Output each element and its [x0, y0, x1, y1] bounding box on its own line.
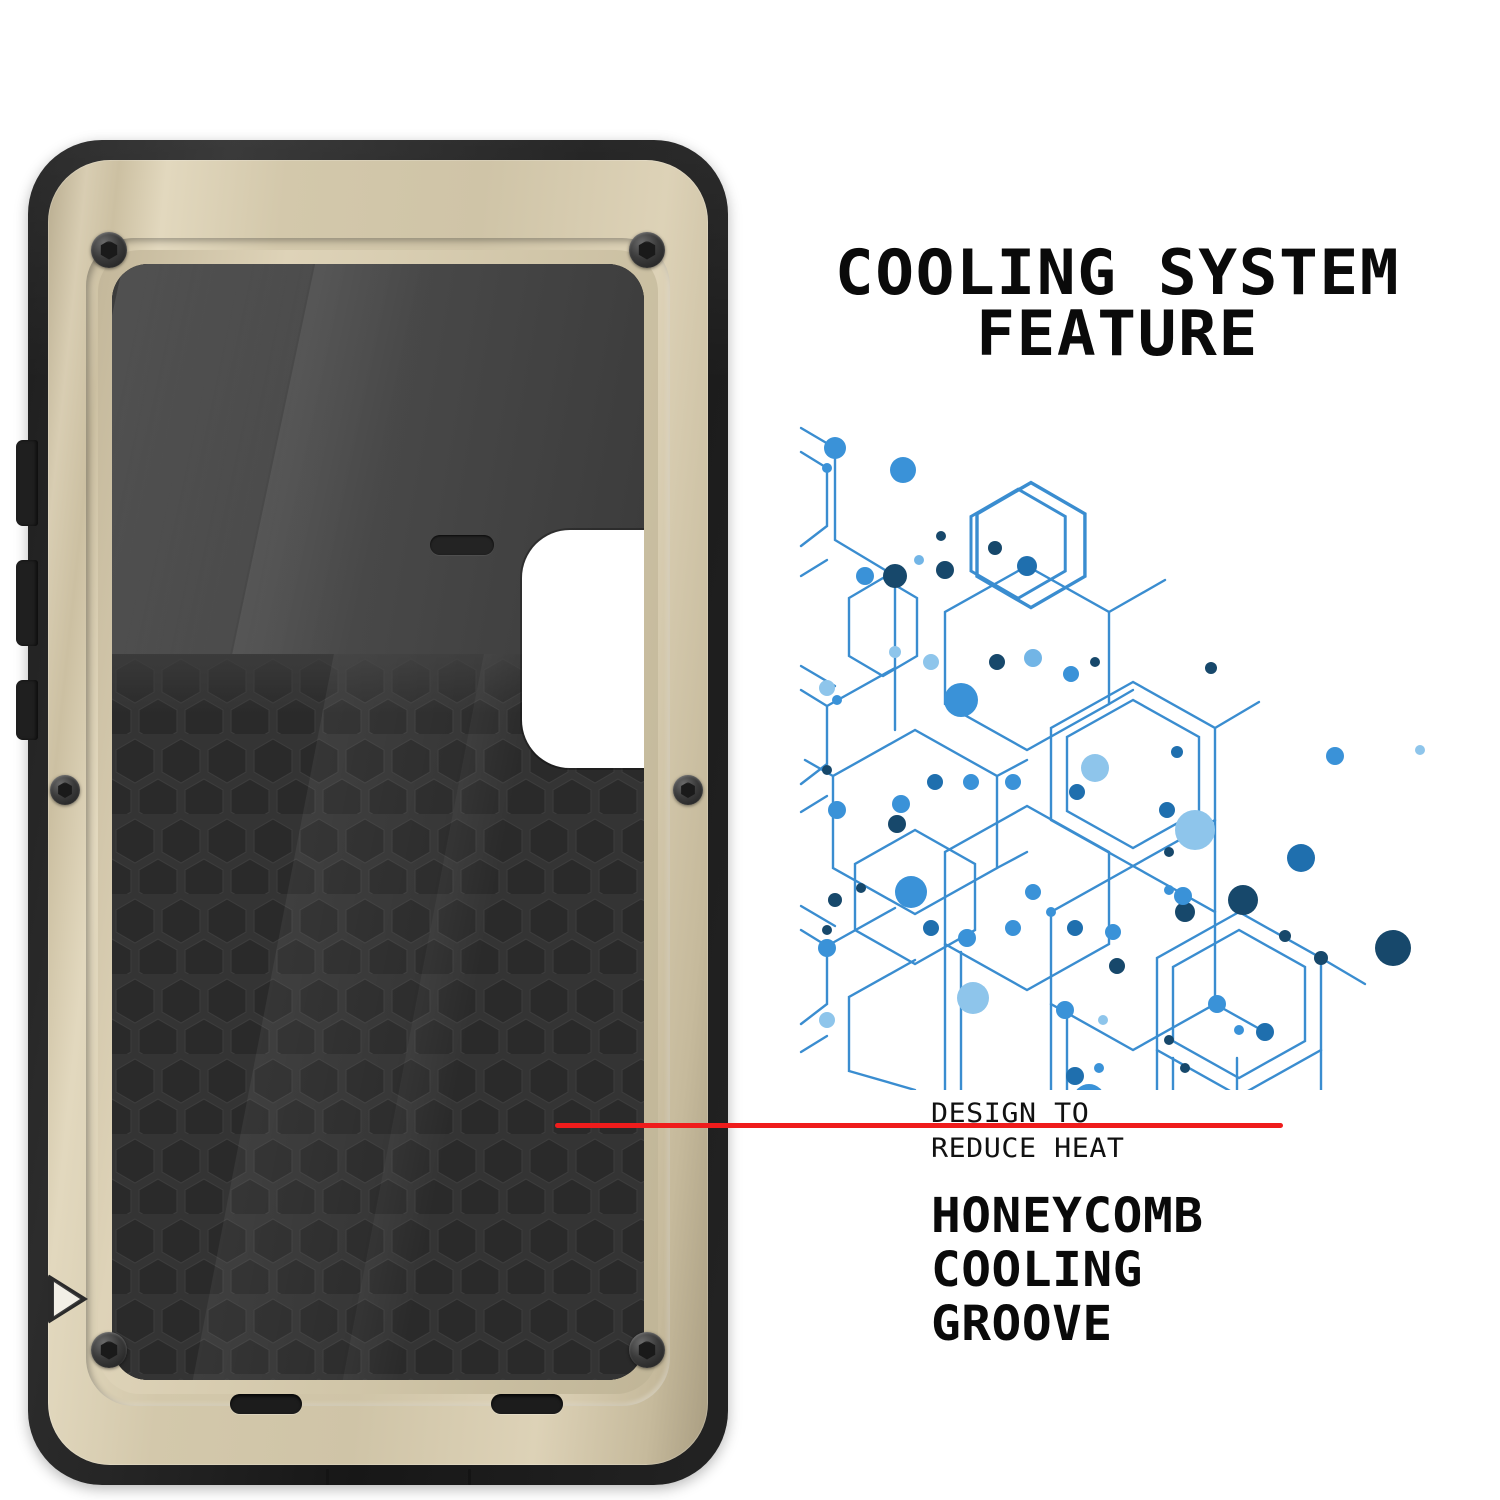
callout-pointer-line [555, 1123, 1283, 1128]
callout-subtext-line2: REDUCE HEAT [931, 1132, 1125, 1164]
network-nodes [818, 437, 1425, 1090]
page-title-line2: FEATURE [976, 296, 1259, 370]
honeycomb-pattern-svg [112, 654, 644, 1380]
volume-down-button[interactable] [16, 560, 38, 646]
screw-bottom-left [91, 1332, 127, 1368]
orientation-triangle-icon [54, 1282, 80, 1316]
camera-cutout [522, 530, 644, 768]
callout-title-line1: HONEYCOMB [931, 1188, 1204, 1244]
speaker-slot-left [230, 1394, 302, 1414]
callout-subtext: DESIGN TO REDUCE HEAT [931, 1097, 1491, 1166]
screw-left-middle [50, 775, 80, 805]
screw-bottom-right [629, 1332, 665, 1368]
bottom-seam-left [326, 1469, 329, 1485]
callout-title-line2: COOLING [931, 1241, 1143, 1298]
feature-copy-column: COOLING SYSTEM FEATURE [555, 0, 1500, 1500]
honeycomb-network-diagram [799, 426, 1425, 1090]
callout-subtext-line1: DESIGN TO [931, 1098, 1090, 1129]
screw-right-middle [673, 775, 703, 805]
phone-case-illustration [16, 140, 738, 1485]
speaker-slot-right [491, 1394, 563, 1414]
earpiece-speaker-slot [430, 535, 494, 555]
screw-top-right [629, 232, 665, 268]
callout-title-line3: GROOVE [931, 1295, 1113, 1352]
volume-up-button[interactable] [16, 440, 38, 526]
case-window [112, 264, 644, 1380]
screw-top-left [91, 232, 127, 268]
honeycomb-cooling-groove-texture [112, 654, 644, 1380]
callout-title: HONEYCOMB COOLING GROOVE [931, 1189, 1491, 1351]
mute-switch-button[interactable] [16, 680, 38, 740]
page-title-line1: COOLING SYSTEM [834, 236, 1401, 309]
page-title: COOLING SYSTEM FEATURE [720, 242, 1500, 370]
bottom-seam-right [468, 1469, 471, 1485]
